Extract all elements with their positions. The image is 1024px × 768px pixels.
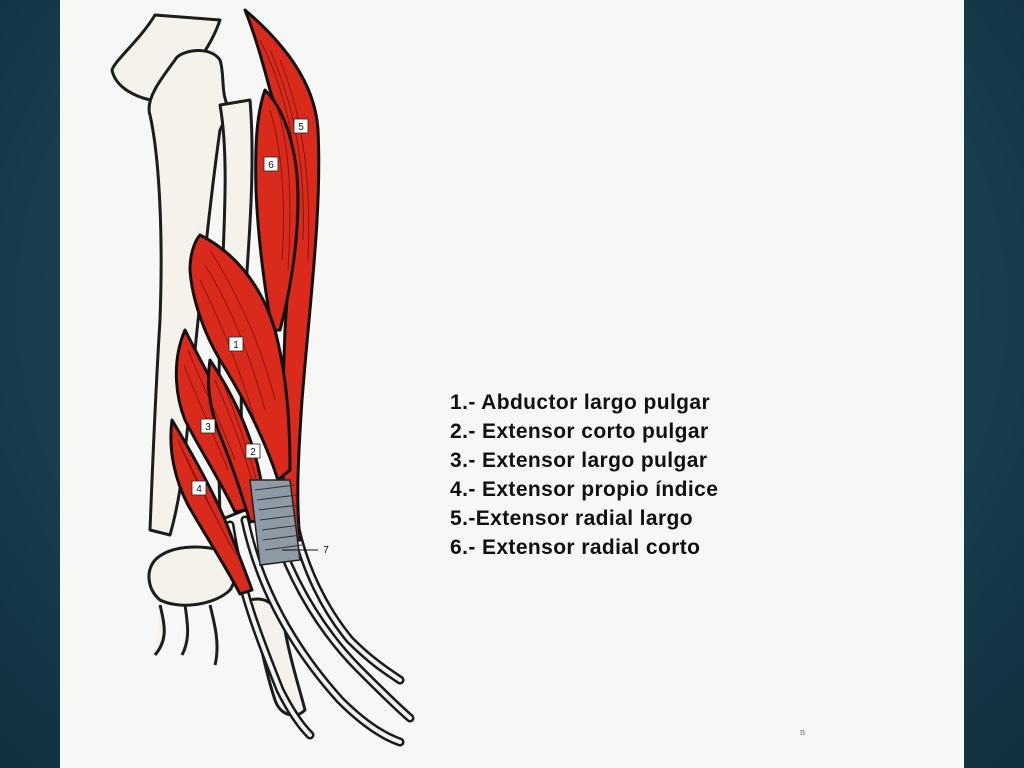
muscle-number-labels: 5 6 1 3 2 4 7	[191, 118, 329, 556]
svg-text:4: 4	[196, 484, 202, 495]
muscle-legend: 1.- Abductor largo pulgar 2.- Extensor c…	[450, 388, 718, 562]
metacarpal-bones	[153, 604, 219, 666]
svg-text:1: 1	[233, 340, 239, 351]
legend-item-6: 6.- Extensor radial corto	[450, 536, 701, 559]
label-4: 4	[191, 480, 207, 496]
label-3: 3	[200, 418, 216, 434]
svg-text:7: 7	[323, 545, 329, 556]
corner-mark: n	[800, 727, 805, 738]
tendons	[225, 510, 415, 747]
svg-text:3: 3	[205, 422, 211, 433]
muscles	[169, 8, 321, 596]
carpal-bones	[147, 545, 237, 607]
label-1: 1	[228, 336, 244, 352]
svg-text:5: 5	[298, 122, 304, 133]
muscle-fibers	[177, 39, 310, 556]
label-7: 7	[282, 545, 329, 556]
label-5: 5	[293, 118, 309, 134]
label-2: 2	[245, 443, 261, 459]
svg-text:6: 6	[268, 160, 274, 171]
legend-item-1: 1.- Abductor largo pulgar	[450, 391, 711, 414]
wrist-retinaculum	[249, 479, 303, 566]
legend-item-5: 5.-Extensor radial largo	[450, 507, 694, 530]
slide: 5 6 1 3 2 4 7	[60, 0, 964, 768]
ulna-bone	[147, 49, 232, 537]
forearm-muscle-illustration: 5 6 1 3 2 4 7	[110, 8, 805, 747]
legend-item-3: 3.- Extensor largo pulgar	[450, 449, 708, 472]
label-6: 6	[263, 156, 279, 172]
svg-text:2: 2	[250, 447, 256, 458]
muscle-4-extensor-propio-indice	[169, 418, 254, 596]
legend-item-2: 2.- Extensor corto pulgar	[450, 420, 709, 443]
muscle-1-abductor-largo-pulgar	[188, 233, 292, 482]
legend-item-4: 4.- Extensor propio índice	[450, 478, 719, 501]
